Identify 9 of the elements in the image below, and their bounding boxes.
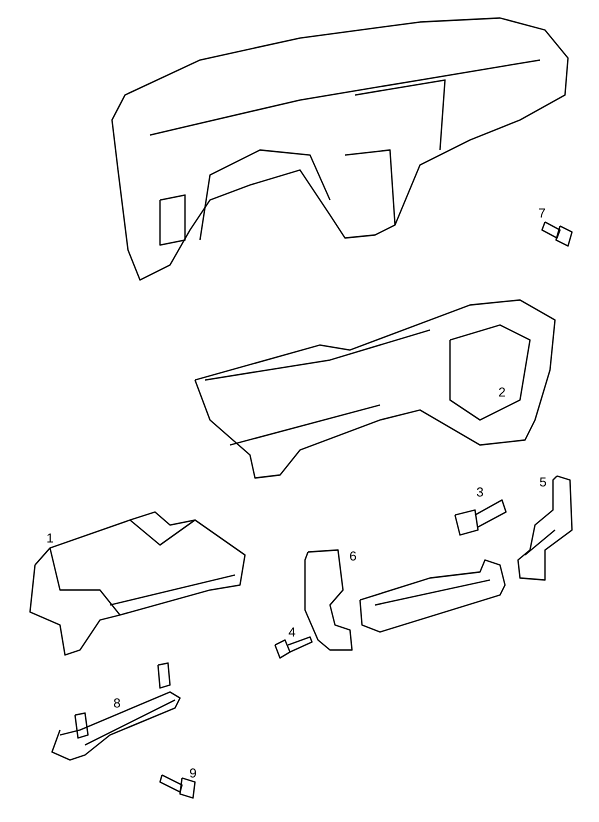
callout-number: 4 — [288, 628, 296, 636]
callout-number: 7 — [539, 208, 545, 218]
callout-number: 1 — [47, 534, 53, 542]
callout-number: 5 — [540, 477, 546, 487]
callout-number: 2 — [499, 387, 505, 397]
callout-number: 6 — [350, 551, 356, 561]
callout-number: 9 — [190, 768, 196, 778]
callout-number: 3 — [476, 487, 484, 497]
callout-number: 8 — [114, 698, 120, 708]
